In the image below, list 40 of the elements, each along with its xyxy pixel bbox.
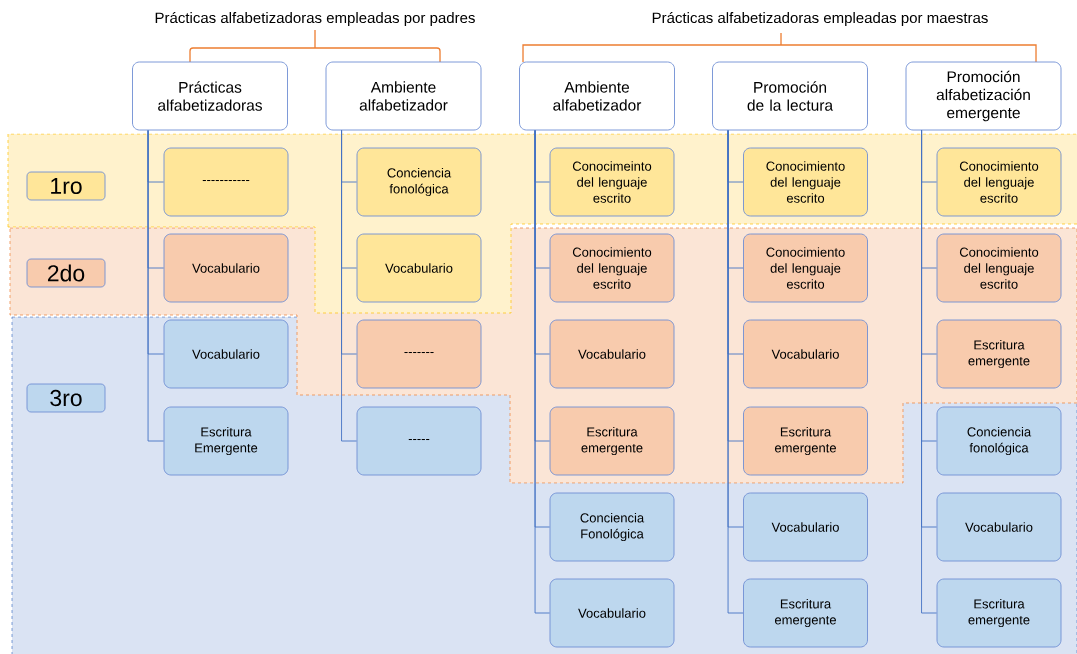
item-box: Vocabulario	[163, 319, 289, 389]
connector-line	[341, 130, 357, 442]
item-box: Conocimiento del lenguaje escrito	[936, 233, 1062, 303]
item-box: Vocabulario	[163, 233, 289, 303]
item-box: Escritura emergente	[549, 406, 675, 476]
item-box: Conciencia fonológica	[356, 147, 482, 217]
grade-label: 2do	[26, 258, 106, 288]
item-box: Vocabulario	[549, 319, 675, 389]
item-box: -----	[356, 406, 482, 476]
item-box: Conciencia fonológica	[936, 406, 1062, 476]
connector-line	[147, 130, 164, 442]
connector-line	[534, 130, 550, 614]
item-box: Vocabulario	[549, 578, 675, 648]
item-box: Conocimiento del lenguaje escrito	[936, 147, 1062, 217]
item-box: Vocabulario	[743, 319, 868, 389]
grade-label: 3ro	[26, 383, 106, 413]
item-box: Escritura Emergente	[163, 406, 289, 476]
item-box: Vocabulario	[743, 492, 868, 562]
group-title: Prácticas alfabetizadoras empleadas por maestras	[652, 11, 988, 27]
category-box: Ambiente alfabetizador	[325, 61, 482, 131]
category-box: Prácticas alfabetizadoras	[132, 61, 288, 131]
item-box: Conocimeinto del lenguaje escrito	[549, 147, 675, 217]
group-title: Prácticas alfabetizadoras empleadas por padres	[155, 11, 475, 27]
item-box: Escritura emergente	[743, 578, 868, 648]
item-box: Escritura emergente	[936, 578, 1062, 648]
category-box: Promoción de la lectura	[712, 61, 868, 131]
connector-line	[727, 130, 744, 614]
item-box: -----------	[163, 147, 289, 217]
item-box: -------	[356, 319, 482, 389]
item-box: Conocimiento del lenguaje escrito	[743, 233, 868, 303]
item-box: Conocimiento del lenguaje escrito	[743, 147, 868, 217]
connector-line	[921, 130, 937, 614]
item-box: Escritura emergente	[743, 406, 868, 476]
item-box: Vocabulario	[936, 492, 1062, 562]
item-box: Escritura emergente	[936, 319, 1062, 389]
category-box: Promoción alfabetización emergente	[905, 61, 1062, 131]
category-box: Ambiente alfabetizador	[519, 61, 675, 131]
grade-label: 1ro	[26, 171, 106, 201]
item-box: Conciencia Fonológica	[549, 492, 675, 562]
item-box: Conocimiento del lenguaje escrito	[549, 233, 675, 303]
